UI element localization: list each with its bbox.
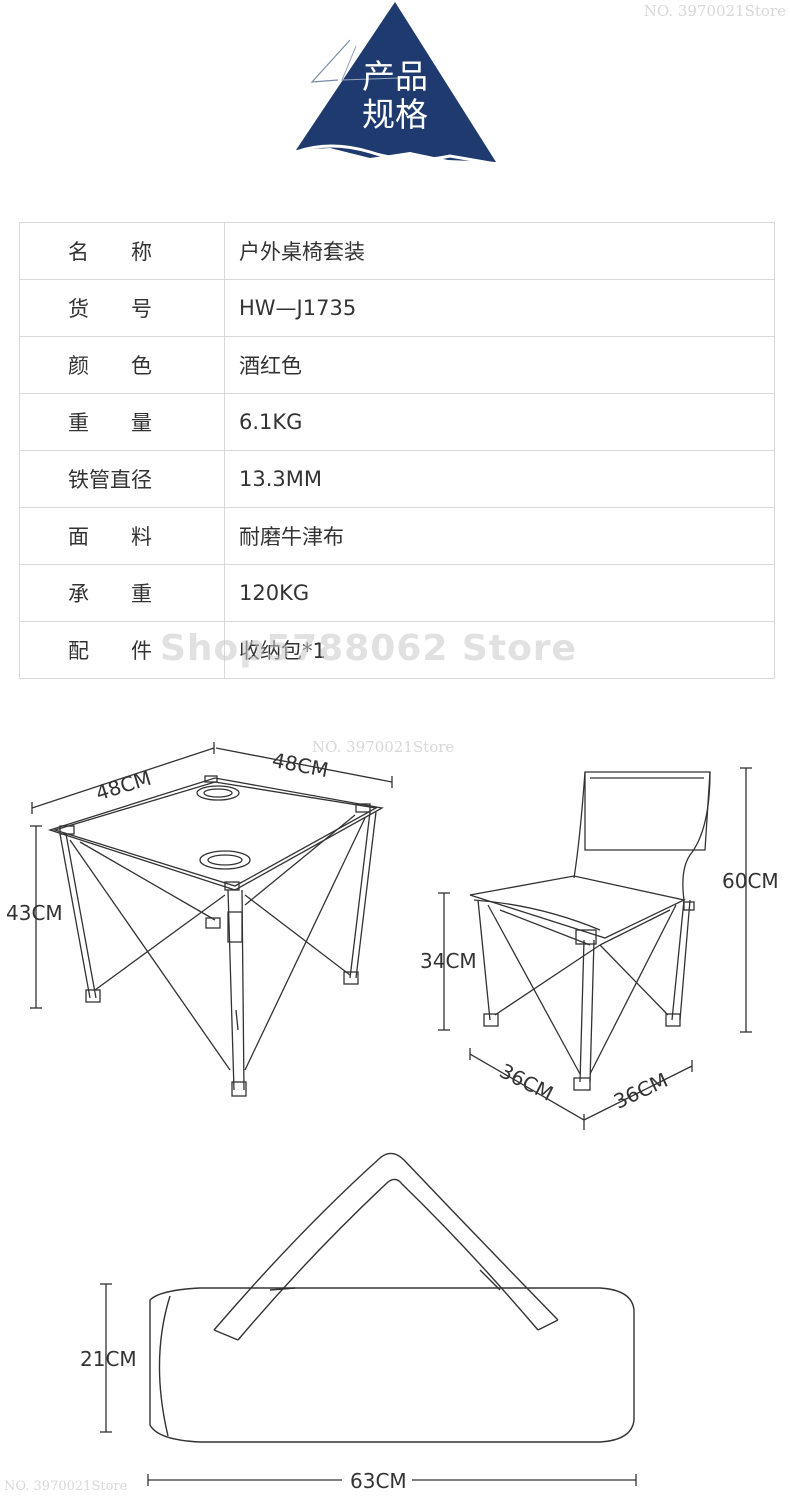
spec-row: 名 称 户外桌椅套装: [19, 222, 775, 280]
table-height-label: 43CM: [6, 901, 63, 925]
spec-banner-triangle: [295, 2, 497, 166]
bag-drawing: [149, 1152, 635, 1443]
spec-row: 颜 色 酒红色: [19, 336, 775, 394]
chair-total-height-label: 60CM: [722, 869, 779, 893]
watermark-store: Shop5788062 Store: [160, 628, 577, 669]
spec-value: 酒红色: [224, 336, 775, 394]
chair-width-label: 36CM: [610, 1068, 672, 1114]
chair-seat-height-label: 34CM: [420, 949, 477, 973]
spec-value: 13.3MM: [224, 450, 775, 508]
spec-label: 承 重: [68, 582, 152, 606]
spec-label: 铁管直径: [68, 468, 152, 492]
table-width-right-label: 48CM: [270, 748, 330, 782]
title-line-2: 规格: [362, 95, 428, 134]
title-line-1: 产品: [362, 57, 428, 96]
chair-dimension-lines: [438, 767, 752, 1130]
spec-label: 货 号: [68, 297, 152, 321]
spec-row: 铁管直径 13.3MM: [19, 450, 775, 508]
spec-row: 重 量 6.1KG: [19, 393, 775, 451]
chair-drawing: [469, 771, 711, 1091]
spec-value: 耐磨牛津布: [224, 507, 775, 565]
spec-row: 货 号 HW—J1735: [19, 279, 775, 337]
spec-row: 配 件 收纳包*1: [19, 621, 775, 679]
spec-table: 名 称 户外桌椅套装 货 号 HW—J1735 颜 色 酒红色 重 量 6.1K…: [19, 222, 775, 679]
spec-value: HW—J1735: [224, 279, 775, 337]
bag-length-label: 63CM: [350, 1469, 407, 1493]
spec-label: 名 称: [68, 240, 152, 264]
watermark-bottom: NO. 3970021Store: [4, 1479, 128, 1494]
spec-row: 面 料 耐磨牛津布: [19, 507, 775, 565]
table-drawing: [47, 775, 384, 1097]
spec-label: 颜 色: [68, 354, 152, 378]
spec-label: 配 件: [68, 639, 152, 663]
spec-label: 面 料: [68, 525, 152, 549]
table-dimension-lines: [30, 742, 393, 1009]
spec-value: 户外桌椅套装: [224, 222, 775, 280]
watermark-middle: NO. 3970021Store: [312, 738, 455, 756]
spec-value: 120KG: [224, 564, 775, 622]
spec-value: 6.1KG: [224, 393, 775, 451]
spec-banner-title: 产品 规格: [350, 58, 440, 134]
bag-height-label: 21CM: [80, 1347, 137, 1371]
spec-value: 收纳包*1: [224, 621, 775, 679]
bag-dimension-lines: [100, 1283, 637, 1486]
watermark-top: NO. 3970021Store: [643, 2, 786, 20]
spec-label: 重 量: [68, 411, 152, 435]
spec-row: 承 重 120KG: [19, 564, 775, 622]
dimension-drawings: 48CM 48CM 43CM: [6, 742, 779, 1493]
chair-depth-label: 36CM: [496, 1059, 557, 1106]
table-width-left-label: 48CM: [93, 766, 154, 806]
